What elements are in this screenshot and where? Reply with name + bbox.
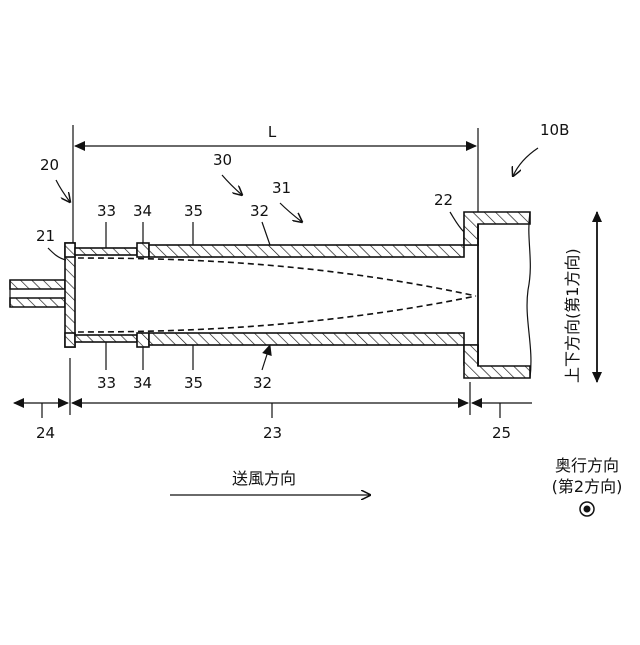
duct-upper-wall [75, 215, 478, 257]
callout-35-top: 35 [184, 202, 203, 220]
callout-20: 20 [40, 156, 59, 174]
callout-24: 24 [36, 424, 55, 442]
blow-direction-label: 送風方向 [232, 469, 296, 488]
out-of-page-dot [584, 506, 590, 512]
callout-10B: 10B [540, 121, 569, 139]
callout-30: 30 [213, 151, 232, 169]
vertical-direction: 上下方向(第1方向) [563, 212, 597, 383]
vertical-direction-label: 上下方向(第1方向) [563, 248, 582, 383]
callout-21: 21 [36, 227, 55, 245]
callout-35-bottom: 35 [184, 374, 203, 392]
inlet-stub [10, 280, 65, 307]
callouts-top: 10B 20 30 31 22 21 33 34 35 32 [36, 121, 569, 260]
dimension-L-label: L [268, 123, 277, 141]
callout-32-top: 32 [250, 202, 269, 220]
depth-direction: 奥行方向 (第2方向) [552, 456, 623, 516]
callout-34-top: 34 [133, 202, 152, 220]
callout-22: 22 [434, 191, 453, 209]
callout-34-bottom: 34 [133, 374, 152, 392]
depth-direction-label-1: 奥行方向 [555, 456, 619, 475]
depth-direction-label-2: (第2方向) [552, 477, 623, 496]
callout-32-bottom: 32 [253, 374, 272, 392]
flange-21 [65, 243, 75, 347]
callout-23: 23 [263, 424, 282, 442]
section-dimensions: 24 23 25 [14, 358, 532, 442]
outlet-box [464, 212, 531, 378]
callout-25: 25 [492, 424, 511, 442]
duct-lower-wall [75, 333, 478, 365]
callout-33-bottom: 33 [97, 374, 116, 392]
callouts-bottom: 33 34 35 32 [97, 342, 272, 392]
blow-direction: 送風方向 [170, 469, 370, 495]
airflow-profile [78, 258, 476, 332]
callout-31: 31 [272, 179, 291, 197]
callout-33-top: 33 [97, 202, 116, 220]
